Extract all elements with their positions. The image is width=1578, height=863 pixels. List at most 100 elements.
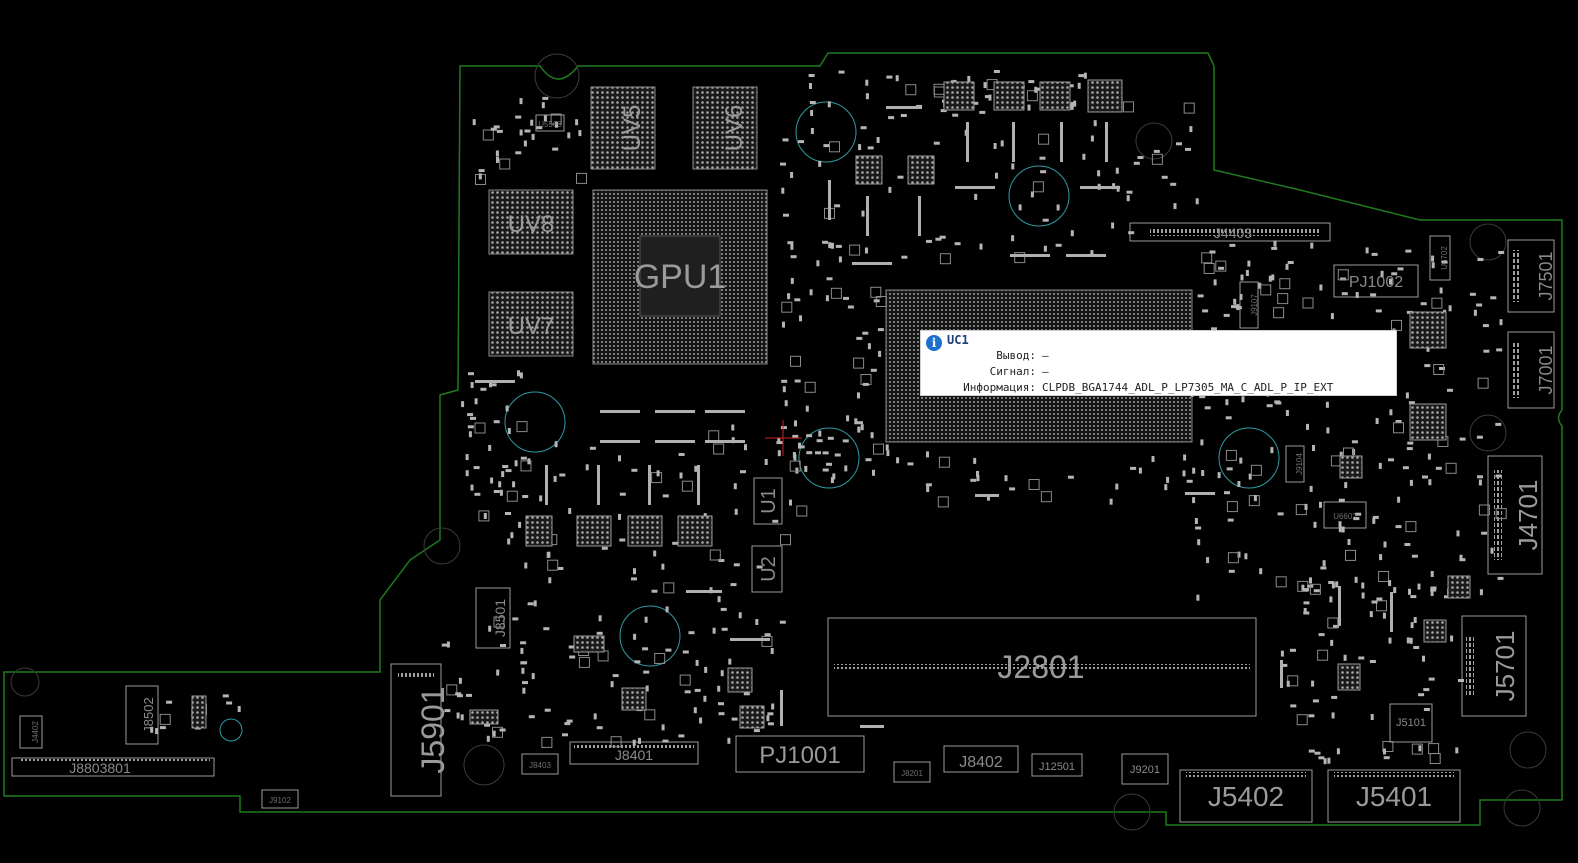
- small-pad: [1138, 467, 1142, 474]
- connector-pj1002[interactable]: PJ1002: [1333, 264, 1419, 298]
- small-pad: [1097, 170, 1101, 177]
- small-pad: [1441, 260, 1448, 264]
- small-pad: [720, 607, 727, 611]
- component-info-tooltip: i UC1 Вывод:— Сигнал:— Информация:CLPDB_…: [920, 330, 1397, 396]
- small-pad: [744, 444, 747, 451]
- small-pad: [1273, 307, 1285, 319]
- small-pad: [1039, 156, 1046, 160]
- connector-j8501[interactable]: J8501: [475, 587, 511, 649]
- chip-j9104[interactable]: J9104: [1285, 445, 1305, 483]
- small-pad: [446, 641, 450, 648]
- pad-column: [966, 122, 969, 162]
- chip-u6702[interactable]: U6702: [1429, 235, 1451, 281]
- connector-j8803801[interactable]: J8803801: [11, 757, 215, 777]
- chip-u2[interactable]: U2: [751, 545, 783, 593]
- small-pad: [444, 709, 451, 713]
- small-pad: [777, 437, 781, 444]
- small-pad: [1395, 525, 1402, 529]
- small-pad: [1229, 243, 1236, 247]
- connector-j7501[interactable]: J7501: [1507, 239, 1556, 313]
- small-pad: [1128, 231, 1135, 235]
- connector-j8502[interactable]: J8502: [125, 685, 159, 745]
- small-ic: [943, 81, 975, 111]
- connector-j9201[interactable]: J9201: [1121, 753, 1169, 785]
- small-pad: [507, 538, 511, 545]
- small-pad: [524, 562, 528, 569]
- connector-j12501[interactable]: J12501: [1031, 753, 1083, 777]
- connector-j4701[interactable]: J4701: [1487, 455, 1543, 575]
- small-pad: [974, 193, 978, 200]
- small-pad: [548, 577, 552, 584]
- small-pad: [809, 289, 813, 296]
- small-pad: [1247, 260, 1251, 267]
- small-pad: [499, 489, 503, 496]
- small-pad: [844, 465, 848, 472]
- connector-j2801[interactable]: J2801: [827, 617, 1257, 717]
- small-pad: [1395, 420, 1402, 423]
- small-pad: [995, 172, 998, 179]
- small-pad: [756, 565, 763, 569]
- connector-j5402[interactable]: J5402: [1179, 769, 1313, 823]
- small-pad: [755, 619, 759, 625]
- connector-j5901[interactable]: J5901: [390, 663, 451, 797]
- connector-j7001[interactable]: J7001: [1507, 331, 1556, 409]
- connector-j5101[interactable]: J5101: [1389, 703, 1433, 743]
- small-pad: [870, 286, 882, 298]
- connector-j9102[interactable]: J9102: [261, 789, 299, 809]
- small-pad: [498, 481, 502, 488]
- small-pad: [806, 434, 813, 438]
- small-pad: [684, 690, 691, 694]
- small-pad: [1331, 582, 1335, 589]
- chip-u6602[interactable]: U6602: [1323, 501, 1367, 529]
- svg-text:J9104: J9104: [1295, 453, 1304, 475]
- chip-u5503[interactable]: U5503: [535, 114, 565, 132]
- connector-j4403[interactable]: J4403: [1129, 222, 1331, 242]
- chip-j9107[interactable]: J9107: [1239, 281, 1259, 329]
- small-pad: [1093, 120, 1097, 127]
- small-pad: [1328, 581, 1335, 584]
- small-pad: [1329, 596, 1333, 603]
- small-pad: [1070, 103, 1074, 110]
- connector-j5401[interactable]: J5401: [1327, 769, 1461, 823]
- small-pad: [743, 692, 750, 696]
- small-pad: [780, 534, 791, 546]
- small-pad: [1153, 149, 1160, 153]
- gpu-chip[interactable]: GPU1: [592, 189, 768, 365]
- small-pad: [708, 430, 720, 442]
- small-pad: [1418, 745, 1422, 752]
- small-pad: [1458, 679, 1464, 682]
- small-pad: [1223, 313, 1230, 317]
- small-pad: [1228, 569, 1235, 573]
- memory-uv7[interactable]: UV7: [488, 291, 574, 357]
- connector-j8402[interactable]: J8402: [943, 745, 1019, 773]
- chip-u1[interactable]: U1: [753, 477, 783, 525]
- connector-j8403[interactable]: J8403: [521, 753, 559, 775]
- small-pad: [483, 513, 487, 519]
- small-pad: [547, 559, 559, 571]
- memory-uv6[interactable]: UV6: [692, 86, 758, 170]
- pad-row: [886, 106, 922, 109]
- small-pad: [787, 293, 791, 300]
- small-pad: [1073, 100, 1077, 107]
- memory-uv5[interactable]: UV5: [590, 86, 656, 170]
- small-pad: [717, 596, 721, 603]
- small-pad: [1032, 181, 1044, 193]
- small-pad: [808, 74, 815, 77]
- connector-j4402[interactable]: J4402: [19, 715, 43, 749]
- small-pad: [493, 616, 505, 628]
- small-pad: [1330, 639, 1334, 646]
- connector-j5701[interactable]: J5701: [1461, 615, 1527, 717]
- svg-text:J4403: J4403: [1214, 225, 1252, 241]
- small-pad: [578, 130, 582, 137]
- memory-uv8[interactable]: UV8: [488, 189, 574, 255]
- small-pad: [543, 627, 550, 631]
- small-ic: [621, 687, 647, 711]
- small-pad: [1319, 284, 1323, 291]
- connector-pj1001[interactable]: PJ1001: [735, 735, 865, 773]
- small-pad: [767, 722, 774, 726]
- small-pad: [643, 670, 650, 674]
- small-pad: [1277, 293, 1289, 305]
- small-pad: [547, 551, 551, 558]
- connector-j8201[interactable]: J8201: [893, 761, 931, 783]
